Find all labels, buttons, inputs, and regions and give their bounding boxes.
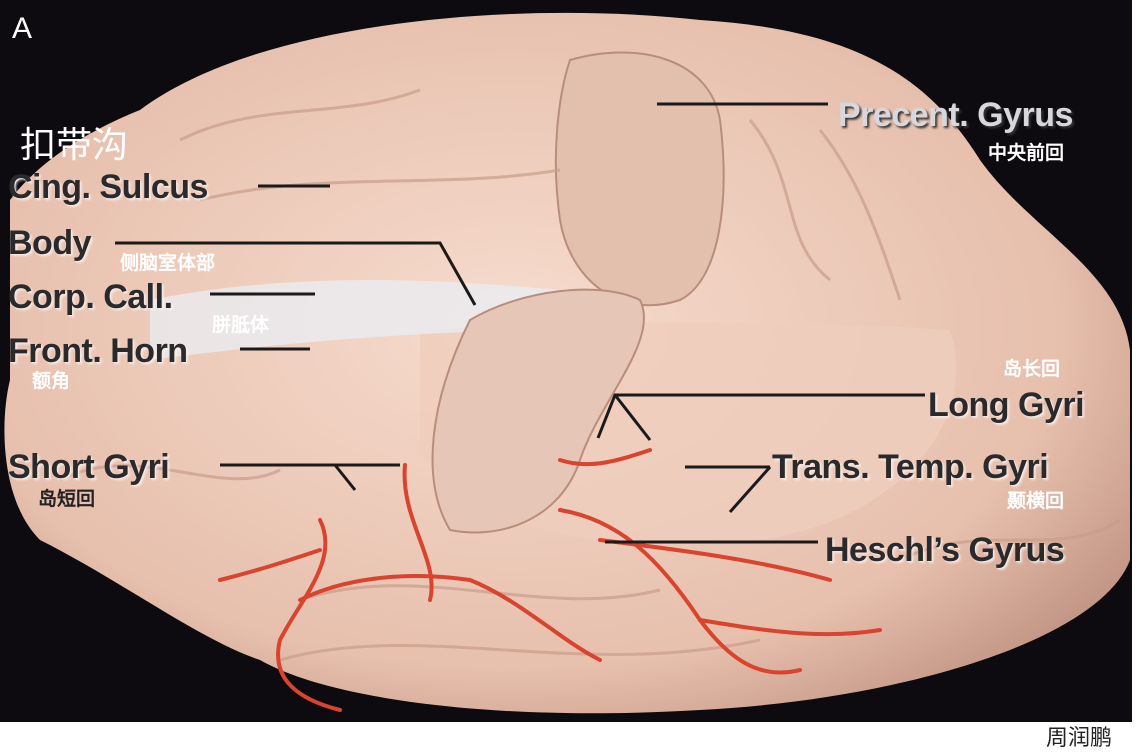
precentral-gyrus	[554, 51, 725, 307]
label-short-gyri: Short Gyri	[8, 448, 170, 486]
label-precent-gyrus-cn: 中央前回	[988, 142, 1065, 164]
label-precent-gyrus: Precent. Gyrus	[838, 96, 1073, 134]
label-long-gyri: Long Gyri	[928, 386, 1085, 424]
blood-vessels	[218, 448, 882, 712]
gyri-folds	[59, 88, 1121, 662]
label-body: Body	[8, 224, 92, 262]
brain-dissection-photo: A 扣带沟 Cing. Sulcus Body 侧脑室体部 Corp. Call…	[0, 0, 1132, 722]
author-signature: 周润鹏	[1046, 726, 1113, 751]
label-cing-sulcus: Cing. Sulcus	[8, 168, 208, 206]
retracted-gyrus	[431, 288, 646, 534]
panel-letter: A	[12, 12, 33, 45]
leader-lines	[115, 102, 925, 544]
label-front-horn-cn: 额角	[32, 370, 71, 392]
label-long-gyri-cn: 岛长回	[1003, 358, 1061, 380]
label-trans-temp-gyri: Trans. Temp. Gyri	[772, 448, 1049, 486]
label-trans-temp-gyri-cn: 颞横回	[1007, 490, 1065, 512]
corpus-callosum	[150, 280, 560, 360]
label-cing-sulcus-cn: 扣带沟	[20, 125, 129, 166]
label-front-horn: Front. Horn	[8, 332, 188, 370]
label-short-gyri-cn: 岛短回	[38, 488, 96, 510]
label-heschls-gyrus: Heschl’s Gyrus	[825, 531, 1065, 569]
label-corp-call-cn: 胼胝体	[212, 314, 270, 336]
label-corp-call: Corp. Call.	[8, 278, 173, 316]
label-body-cn: 侧脑室体部	[120, 252, 216, 274]
brain-illustration	[4, 12, 1130, 714]
